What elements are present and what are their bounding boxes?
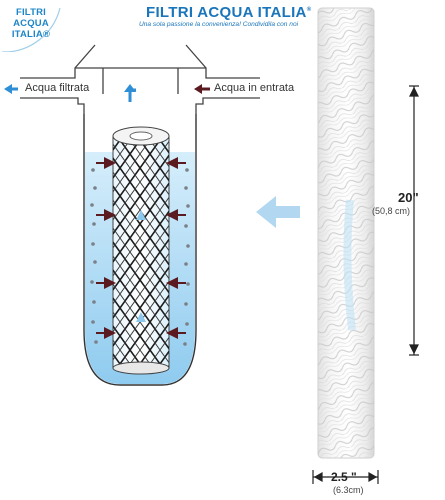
product-cartridge [317, 7, 375, 459]
outlet-arrow [4, 84, 136, 102]
height-cm-value: (50,8 cm) [372, 206, 411, 216]
logo-line-1: FILTRI [15, 7, 47, 18]
logo-line-3: ITALIA® [11, 29, 51, 40]
inner-cartridge [112, 126, 170, 375]
width-value: 2.5 " [331, 470, 357, 484]
sediment-dots [90, 168, 190, 346]
logo-line-2: ACQUA [13, 18, 49, 29]
inlet-arrow [194, 84, 210, 94]
height-dimension-line [409, 85, 419, 356]
width-dimension-line [312, 470, 379, 484]
housing-bowl [83, 114, 197, 386]
height-value: 20" [398, 190, 419, 205]
upflow-arrows [136, 210, 146, 322]
pointer-chevron-icon [256, 196, 300, 228]
inflow-arrows [96, 157, 186, 339]
brand-title: FILTRI ACQUA ITALIA® [146, 4, 312, 21]
outlet-label: Acqua filtrata [25, 82, 90, 94]
housing-head [20, 44, 260, 114]
logo-badge: FILTRI ACQUA ITALIA® [0, 0, 62, 52]
width-cm-value: (6.3cm) [333, 485, 364, 495]
inlet-label: Acqua in entrata [214, 82, 295, 94]
brand-tagline: Una sola passione la convenienza! Condiv… [139, 21, 299, 28]
logo-badge-arc [2, 7, 61, 52]
